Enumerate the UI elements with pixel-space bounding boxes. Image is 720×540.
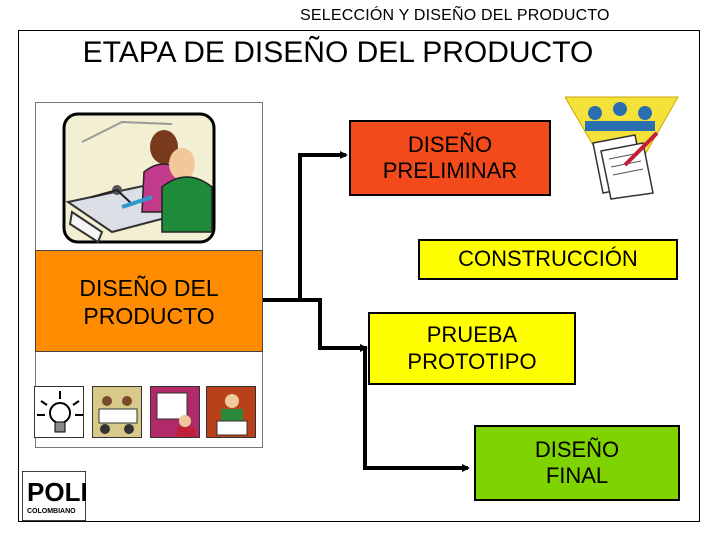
construccion-box: CONSTRUCCIÓN <box>418 239 678 280</box>
poli-logo: POLI COLOMBIANO <box>21 470 88 526</box>
diseno-final-box: DISEÑO FINAL <box>474 425 680 501</box>
section-title: SELECCIÓN Y DISEÑO DEL PRODUCTO <box>300 7 610 24</box>
diseno-del-producto-box: DISEÑO DEL PRODUCTO <box>35 250 263 352</box>
slide-title: ETAPA DE DISEÑO DEL PRODUCTO <box>82 36 594 69</box>
diseno-preliminar-box: DISEÑO PRELIMINAR <box>349 120 551 196</box>
people-checklist-icon <box>206 386 256 438</box>
lightbulb-icon <box>34 386 84 438</box>
slide-frame <box>18 30 700 522</box>
designers-clipart-icon <box>62 112 216 244</box>
presentation-icon <box>150 386 200 438</box>
logo-text: POLI <box>27 477 86 507</box>
team-meeting-icon <box>92 386 142 438</box>
prueba-prototipo-box: PRUEBA PROTOTIPO <box>368 312 576 385</box>
logo-subtext: COLOMBIANO <box>27 508 76 515</box>
documents-meeting-icon <box>565 96 679 200</box>
